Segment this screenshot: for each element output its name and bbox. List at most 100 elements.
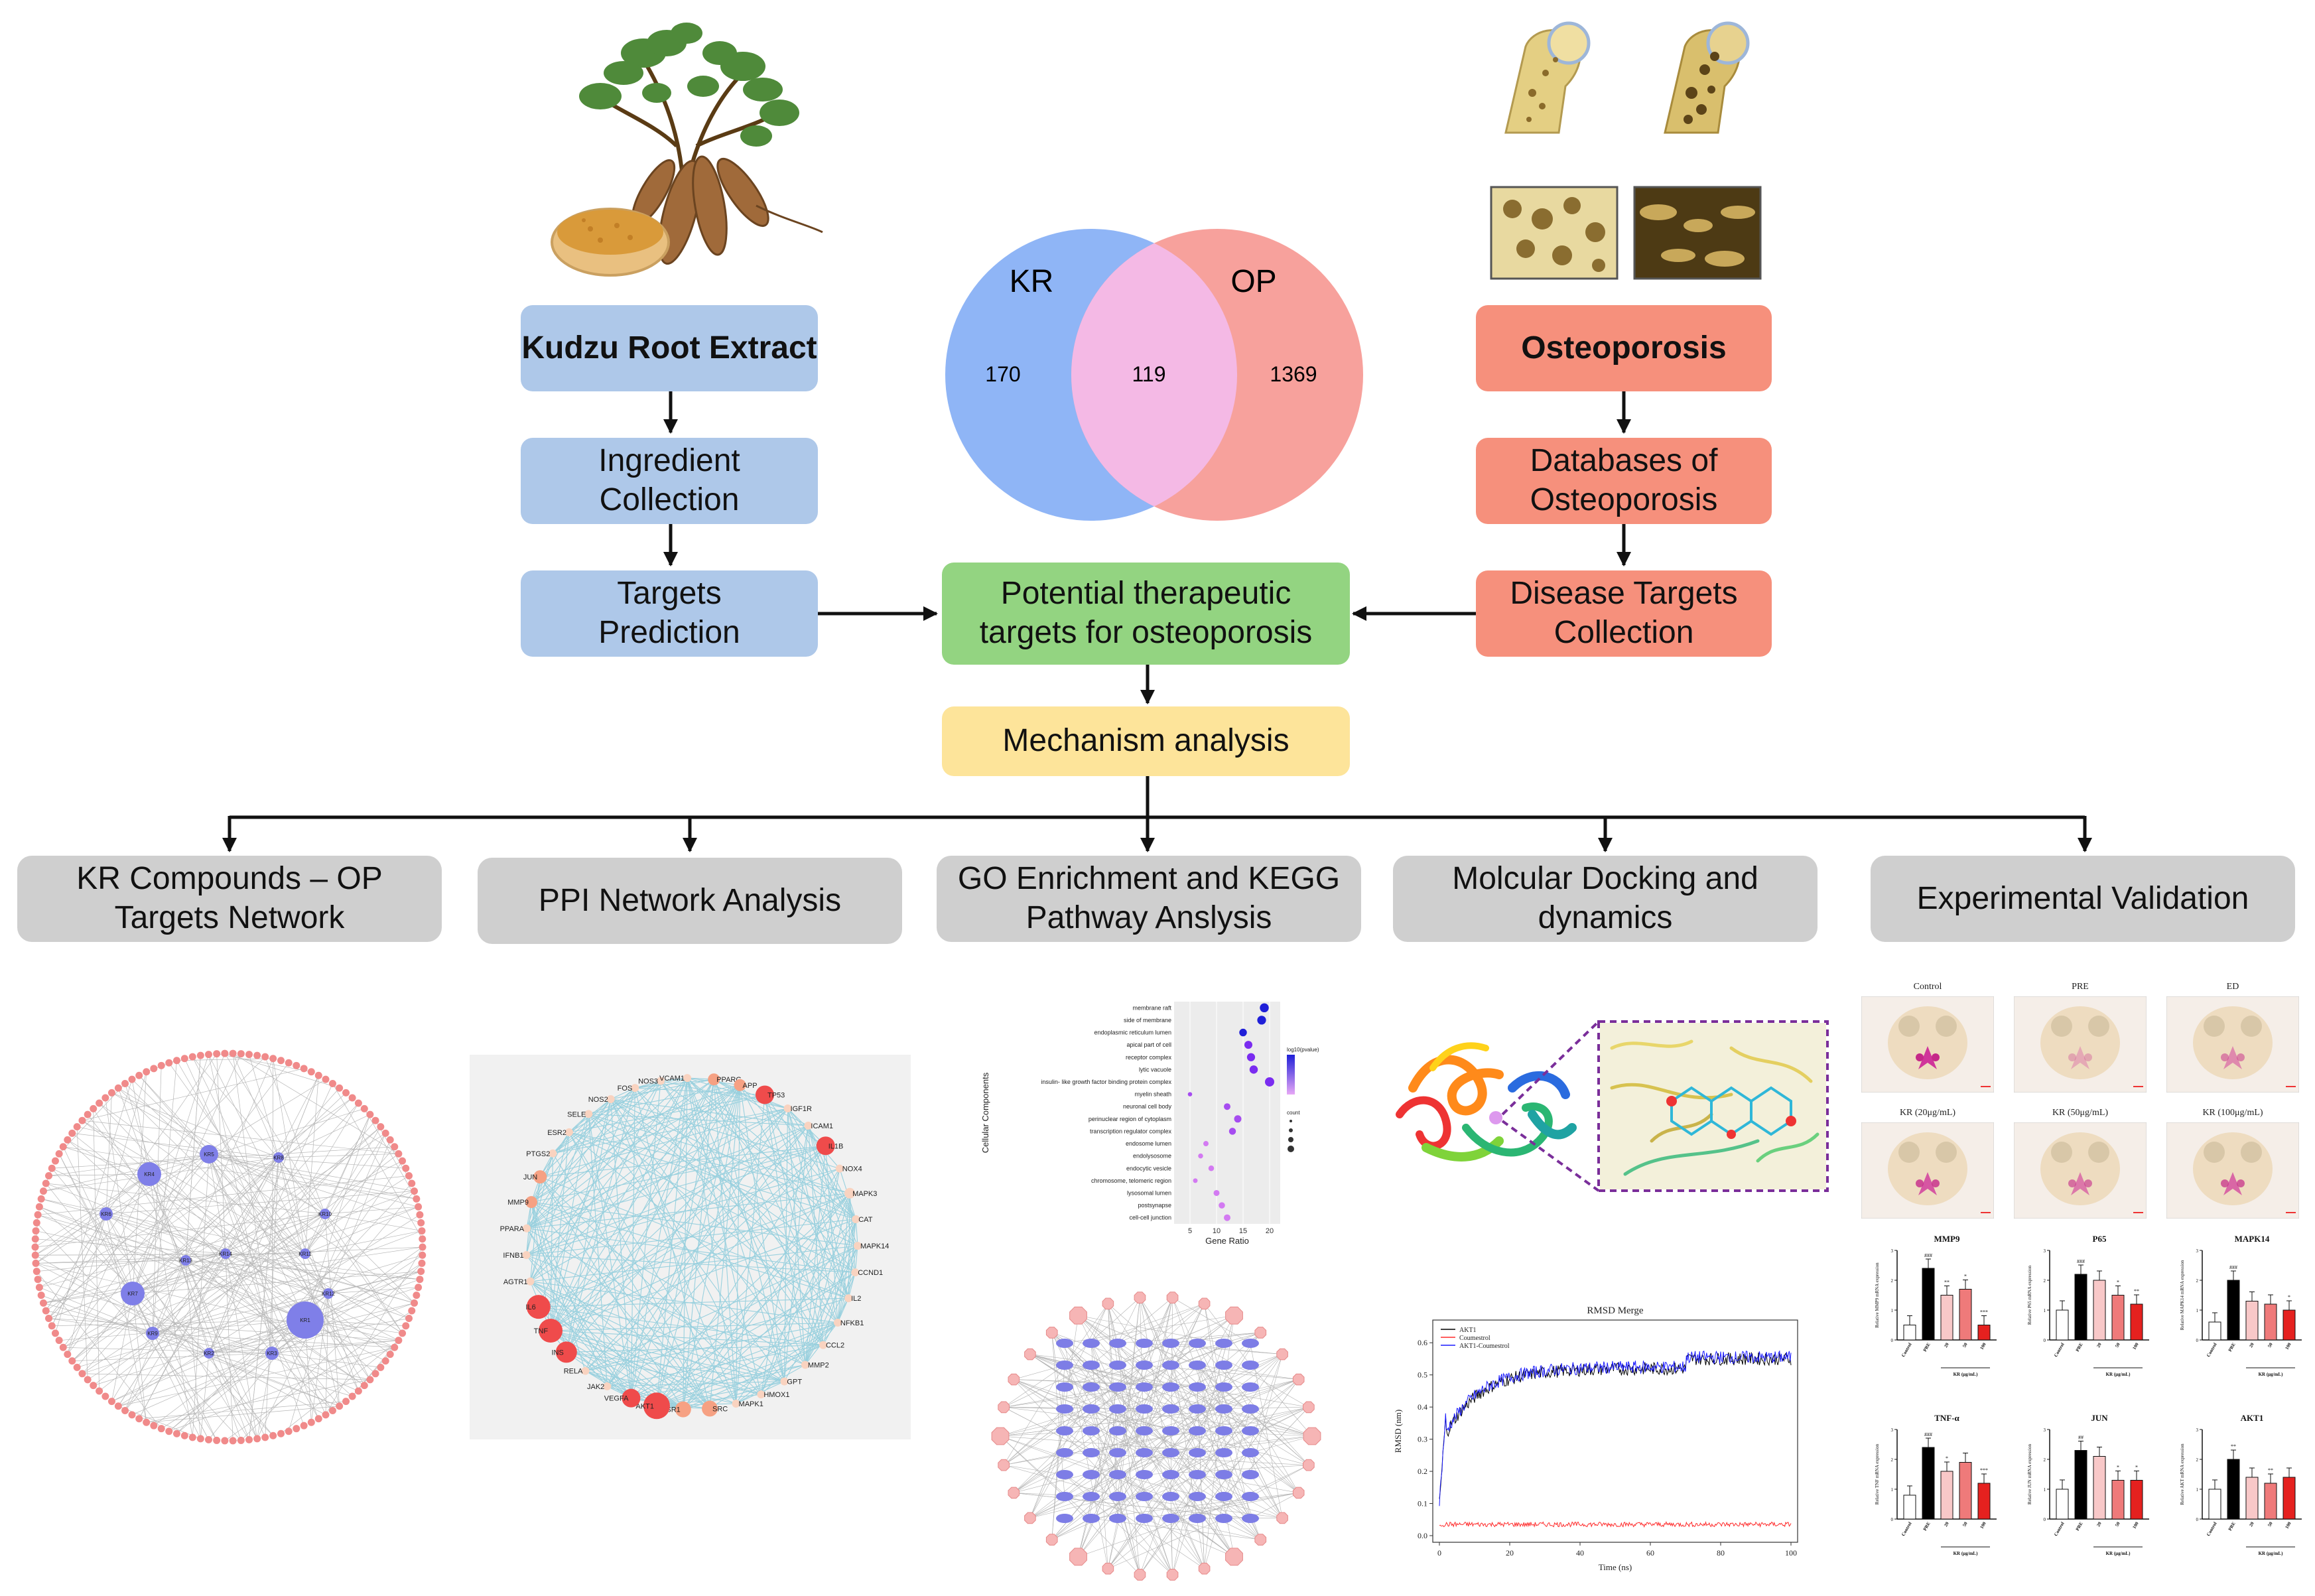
bar — [2208, 1321, 2221, 1341]
network-edge — [51, 1213, 107, 1326]
kegg-edge — [1117, 1303, 1205, 1497]
target-node — [314, 1415, 322, 1423]
target-node — [188, 1433, 196, 1441]
ppi-edge — [568, 1132, 850, 1194]
ppi-edge — [630, 1088, 635, 1398]
zebrafish-stain — [2221, 1179, 2229, 1187]
ppi-edge — [566, 1351, 631, 1399]
docking-illustration — [1396, 1020, 1829, 1192]
ppi-edge — [539, 1176, 761, 1395]
bar-chart-title: AKT1 — [2241, 1413, 2264, 1423]
network-edge — [41, 1199, 306, 1254]
kegg-pathway-node — [1276, 1348, 1288, 1361]
kegg-gene-node — [1215, 1361, 1232, 1370]
target-node — [293, 1061, 300, 1069]
kegg-edge — [1170, 1315, 1234, 1431]
target-node — [354, 1387, 362, 1395]
kegg-gene-node — [1242, 1382, 1259, 1392]
kegg-edge — [1223, 1354, 1283, 1519]
kegg-pathway-node — [1292, 1487, 1305, 1499]
kegg-gene-node — [1215, 1514, 1232, 1523]
ppi-edge — [630, 1078, 688, 1398]
compound-node — [273, 1152, 284, 1163]
kegg-edge — [1250, 1493, 1299, 1519]
network-edge — [37, 1214, 329, 1294]
kegg-edge — [1064, 1315, 1234, 1344]
network-edge — [63, 1146, 417, 1199]
ppi-edge — [610, 1098, 631, 1398]
ppi-edge — [783, 1245, 858, 1382]
target-node — [114, 1084, 122, 1092]
compound-label: KR14 — [219, 1251, 233, 1257]
network-edge — [38, 1175, 409, 1215]
target-node — [31, 1243, 39, 1251]
zebrafish-eye — [2051, 1016, 2072, 1037]
ppi-edge — [526, 1168, 840, 1256]
rmsd-xlabel: Time (ns) — [1599, 1562, 1632, 1572]
network-edge — [111, 1319, 306, 1402]
ppi-node — [675, 1401, 691, 1418]
target-node — [35, 1203, 43, 1211]
analysis-docking-label: Molcular Docking and dynamics — [1452, 861, 1758, 935]
ppi-edge — [805, 1219, 856, 1365]
network-edge — [37, 1279, 273, 1354]
kegg-edge — [1170, 1332, 1261, 1344]
bar-category-label: Control — [2053, 1342, 2066, 1358]
ppi-edge — [760, 1125, 809, 1395]
ppi-edge — [568, 1132, 856, 1220]
bar-ytick: 1 — [2044, 1487, 2046, 1493]
zebrafish-label: PRE — [2072, 982, 2089, 992]
kegg-edge — [1140, 1297, 1171, 1366]
target-node — [59, 1143, 67, 1151]
network-edges — [34, 1053, 423, 1441]
network-edge — [72, 1253, 226, 1361]
kegg-edge — [1117, 1474, 1173, 1575]
target-node — [293, 1425, 300, 1433]
ppi-node — [708, 1073, 720, 1086]
target-node — [416, 1276, 424, 1284]
zebrafish-stain — [2221, 1053, 2229, 1061]
bar-category-label: Control — [2206, 1342, 2218, 1358]
ppi-edge — [530, 1077, 688, 1282]
network-edge — [152, 1333, 395, 1348]
kegg-edge — [1117, 1297, 1140, 1519]
ppi-edge — [610, 1098, 840, 1169]
network-edge — [176, 1353, 273, 1434]
ppi-edge — [610, 1098, 806, 1365]
kegg-pathway-node — [1008, 1373, 1020, 1386]
ppi-edge — [783, 1125, 809, 1382]
bar-ytick: 2 — [1891, 1278, 1894, 1284]
bar-category-label: 20 — [2248, 1342, 2255, 1349]
ppi-edge — [787, 1108, 849, 1299]
kegg-edge — [1064, 1474, 1173, 1575]
target-node — [399, 1329, 407, 1337]
target-node — [245, 1051, 253, 1059]
ppi-edge — [687, 1077, 806, 1365]
network-edge — [192, 1056, 326, 1215]
bar — [2111, 1295, 2125, 1341]
network-edge — [111, 1093, 326, 1215]
rmsd-xtick: 40 — [1576, 1548, 1584, 1558]
network-edge — [111, 1333, 153, 1402]
target-node — [300, 1065, 308, 1073]
kegg-gene-node — [1162, 1448, 1179, 1457]
kegg-edge — [1078, 1315, 1224, 1344]
target-node — [107, 1089, 115, 1097]
network-edge — [55, 1079, 133, 1333]
kegg-edges — [1000, 1297, 1313, 1575]
target-node — [413, 1195, 421, 1203]
kegg-pathway-node — [1069, 1548, 1087, 1566]
kegg-edge — [1170, 1379, 1299, 1431]
bar-category-label: Control — [1900, 1521, 1913, 1537]
network-edge — [208, 1319, 306, 1440]
ppi-node — [526, 1277, 535, 1286]
ppi-edge — [530, 1281, 761, 1395]
bar-significance: ## — [2078, 1435, 2084, 1441]
kegg-edge — [1029, 1430, 1171, 1518]
kegg-gene-node — [1242, 1448, 1259, 1457]
network-edge — [224, 1053, 340, 1089]
therapeutic-targets-label: Potential therapeutic targets for osteop… — [979, 576, 1313, 650]
target-node — [196, 1051, 204, 1059]
go-bubble — [1187, 1092, 1193, 1097]
bar-ytick: 3 — [2044, 1428, 2046, 1433]
